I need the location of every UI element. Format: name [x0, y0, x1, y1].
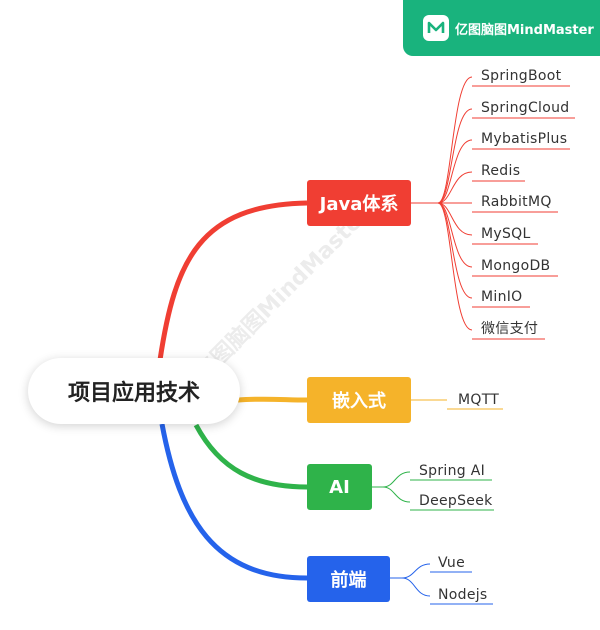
root-topic[interactable]: 项目应用技术 — [28, 358, 240, 424]
java-leaf-underlines — [472, 85, 575, 340]
leaf-mysql[interactable]: MySQL — [481, 226, 531, 242]
leaf-mongodb[interactable]: MongoDB — [481, 258, 551, 274]
branch-java[interactable]: Java体系 — [307, 180, 411, 226]
ai-leaf-connectors — [372, 471, 494, 511]
mindmaster-logo-icon — [423, 15, 449, 41]
java-leaf-connectors — [411, 76, 473, 331]
leaf-mqtt[interactable]: MQTT — [458, 392, 500, 408]
brand-badge: 亿图脑图MindMaster — [403, 0, 600, 56]
leaf-springboot[interactable]: SpringBoot — [481, 68, 562, 84]
embedded-leaf-connectors — [411, 399, 503, 410]
leaf-mybatisplus[interactable]: MybatisPlus — [481, 131, 568, 147]
leaf-wechat-pay[interactable]: 微信支付 — [481, 321, 539, 337]
leaf-nodejs[interactable]: Nodejs — [438, 587, 488, 603]
edge-root-java — [157, 200, 308, 361]
branch-ai[interactable]: AI — [307, 464, 372, 510]
edge-root-frontend — [159, 423, 308, 581]
leaf-minio[interactable]: MinIO — [481, 289, 523, 305]
leaf-deepseek[interactable]: DeepSeek — [419, 493, 493, 509]
edge-root-embedded — [237, 396, 308, 403]
brand-name: 亿图脑图MindMaster — [455, 22, 594, 38]
frontend-leaf-connectors — [390, 563, 493, 605]
branch-embedded[interactable]: 嵌入式 — [307, 377, 411, 423]
leaf-vue[interactable]: Vue — [438, 555, 466, 571]
leaf-redis[interactable]: Redis — [481, 163, 521, 179]
leaf-springcloud[interactable]: SpringCloud — [481, 100, 570, 116]
edge-root-ai — [193, 423, 308, 490]
leaf-spring-ai[interactable]: Spring AI — [419, 463, 486, 479]
leaf-rabbitmq[interactable]: RabbitMQ — [481, 194, 552, 210]
branch-frontend[interactable]: 前端 — [307, 556, 390, 602]
